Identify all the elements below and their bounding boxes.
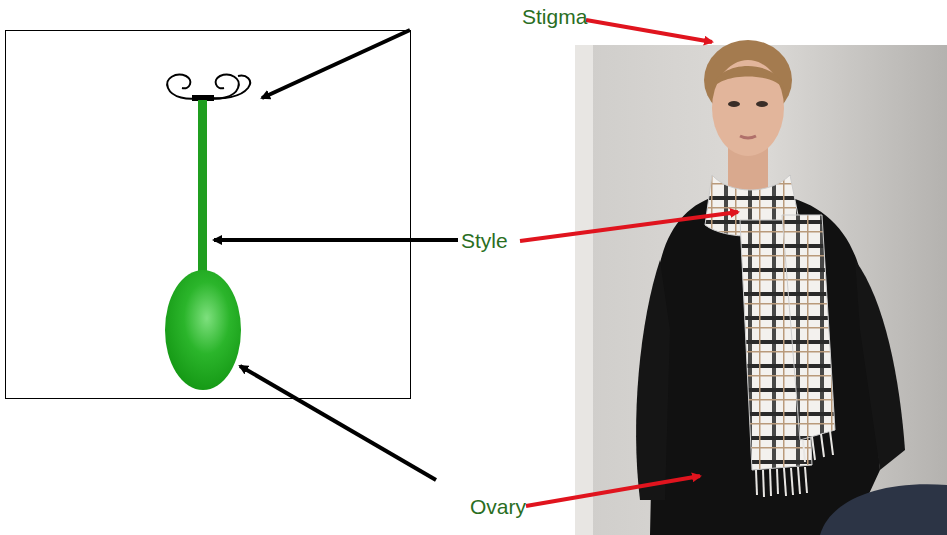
red-arrows — [520, 20, 738, 506]
part-label: Stigma — [522, 6, 587, 27]
style — [198, 100, 207, 285]
frame — [6, 31, 411, 399]
part-label: Ovary — [470, 496, 526, 517]
part-label: Style — [461, 230, 508, 251]
photo — [575, 40, 947, 535]
leader-arrows — [214, 30, 458, 480]
ovary — [165, 270, 241, 390]
